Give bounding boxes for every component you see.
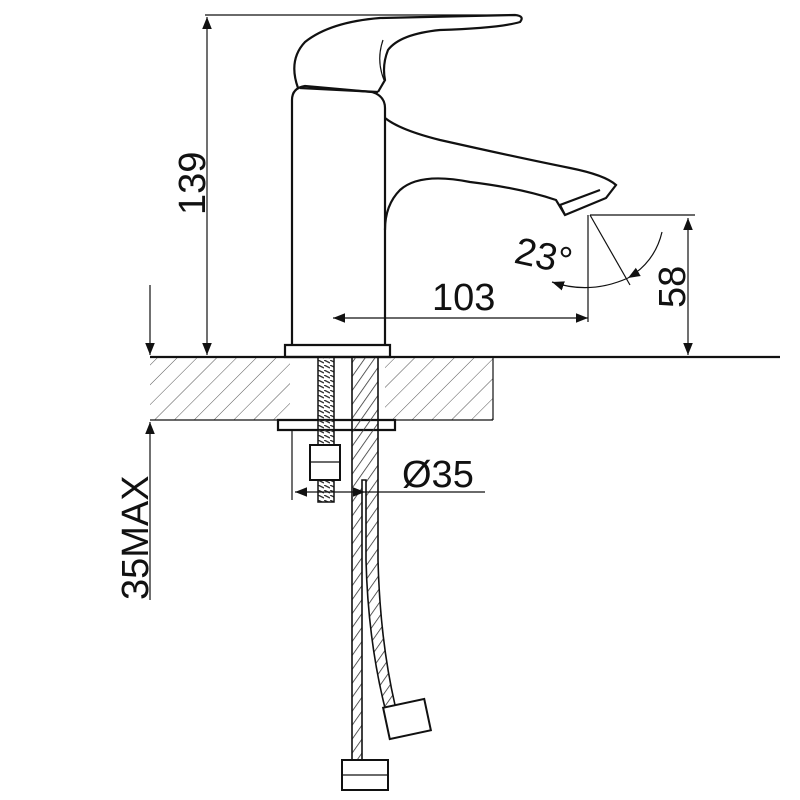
dimension-spout-height: 58 [590,214,695,355]
dimension-hole-diameter: Ø35 [291,430,485,500]
spout-angle-label: 23° [511,230,576,283]
counter-thickness-label: 35MAX [115,475,157,600]
hole-diameter-label: Ø35 [402,454,474,496]
countertop [150,355,780,421]
dimension-reach: 103 [333,215,589,323]
mounting-rod [309,356,341,503]
handle-lever [293,13,523,94]
height-label: 139 [172,152,214,215]
dimension-height: 139 [172,14,515,355]
supply-hoses [341,356,433,791]
dimension-spout-angle: 23° [511,214,663,291]
reach-label: 103 [432,277,495,319]
dimension-counter-thickness: 35MAX [115,285,157,600]
spout-height-label: 58 [652,266,694,308]
